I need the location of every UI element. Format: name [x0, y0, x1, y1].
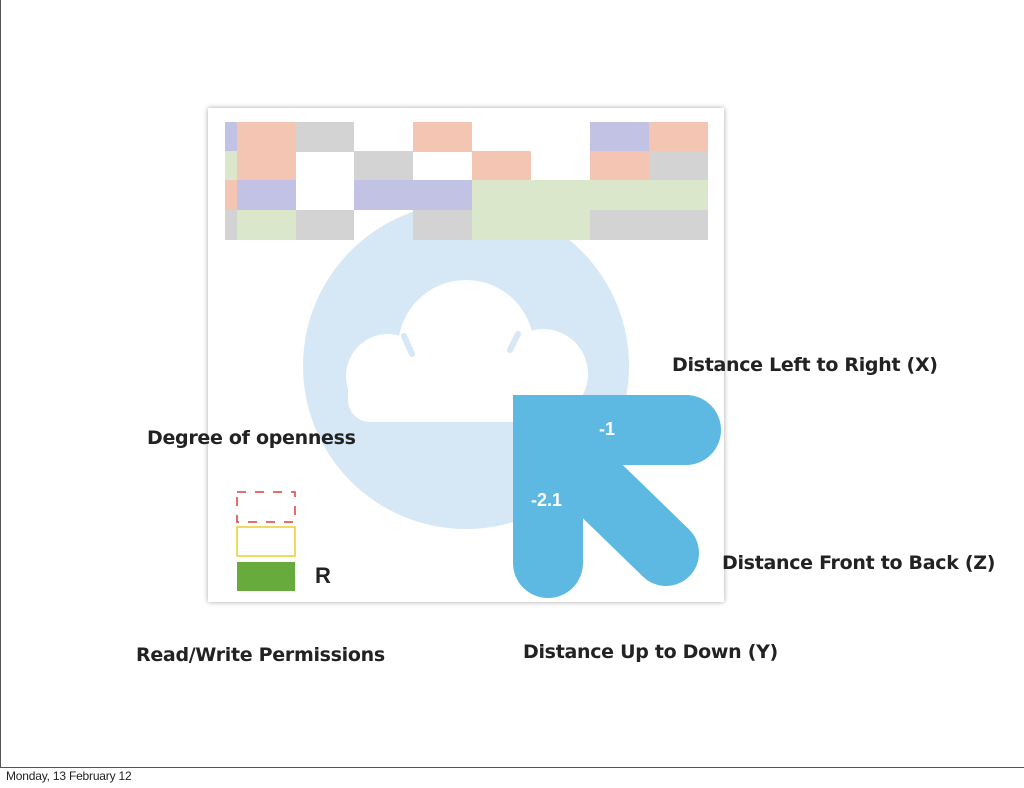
grid-cell: [225, 151, 237, 181]
grid-cell: [354, 151, 413, 181]
grid-cell: [237, 210, 296, 240]
footer-divider: [0, 767, 1024, 768]
grid-cell: [590, 180, 649, 210]
grid-cell: [531, 180, 590, 210]
grid-cell: [472, 180, 531, 210]
grid-cell: [296, 210, 354, 240]
grid-cell: [649, 180, 708, 210]
degree-of-openness-label: Degree of openness: [147, 427, 356, 449]
grid-cell: [413, 210, 472, 240]
x-distance-value: -1: [599, 419, 616, 439]
grid-cell: [237, 180, 296, 210]
window-left-border: [0, 0, 1, 767]
grid-cell: [649, 122, 708, 152]
legend-dashed-box: [236, 491, 296, 523]
grid-cell: [472, 210, 531, 240]
grid-cell: [590, 210, 649, 240]
grid-cell: [237, 122, 296, 152]
distance-x-label: Distance Left to Right (X): [672, 354, 938, 376]
grid-cell: [225, 210, 237, 240]
grid-cell: [649, 210, 708, 240]
grid-cell: [225, 122, 237, 152]
cloud-notches: [401, 331, 521, 357]
grid-cell: [296, 122, 354, 152]
grid-cell: [413, 122, 472, 152]
y-distance-value: -2.1: [531, 490, 563, 510]
grid-cell: [590, 151, 649, 181]
cloud-shape: [346, 280, 588, 422]
grid-cell: [649, 151, 708, 181]
grid-cell: [354, 180, 413, 210]
permission-grid: [225, 122, 708, 240]
grid-cell: [590, 122, 649, 152]
footer-date: Monday, 13 February 12: [6, 769, 132, 783]
grid-cell: [237, 151, 296, 181]
legend-open-box: [236, 526, 296, 557]
read-permission-label: R: [315, 563, 331, 588]
grid-cell: [472, 151, 531, 181]
read-write-permissions-label: Read/Write Permissions: [136, 644, 385, 666]
distance-y-label: Distance Up to Down (Y): [523, 641, 778, 663]
grid-cell: [531, 210, 590, 240]
distance-z-label: Distance Front to Back (Z): [722, 552, 996, 574]
legend-read-box: [237, 562, 295, 591]
grid-cell: [225, 180, 237, 210]
grid-cell: [413, 180, 472, 210]
